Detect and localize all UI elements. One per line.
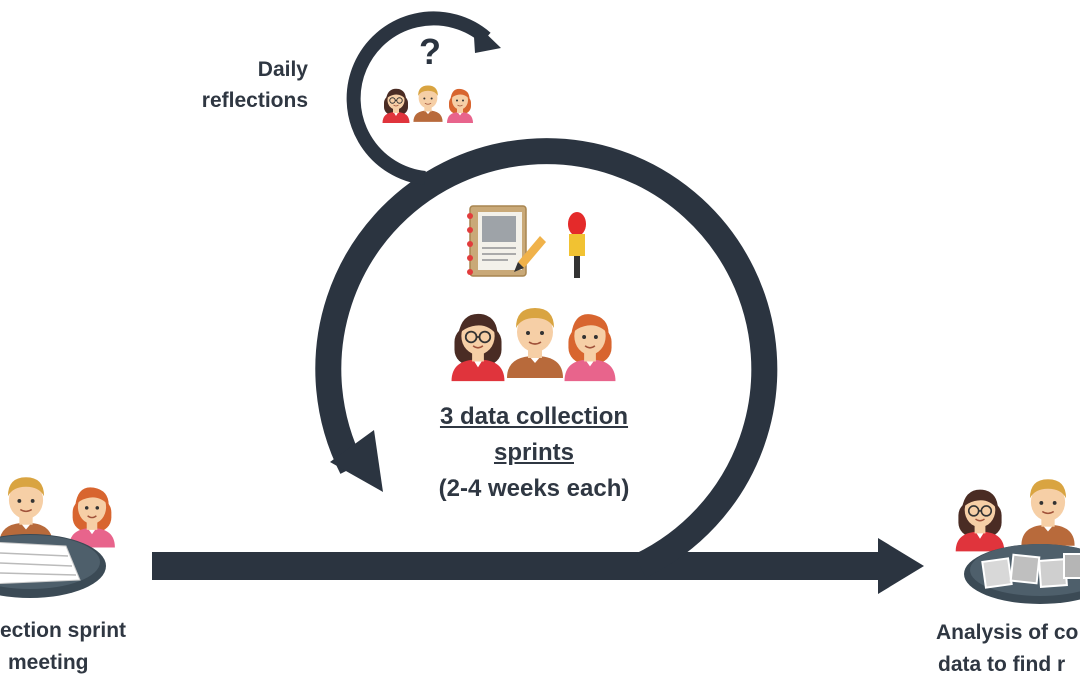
photo-table-icon xyxy=(954,478,1080,604)
sprints-label: 3 data collection sprints (2-4 weeks eac… xyxy=(384,399,684,507)
woman-glasses-icon xyxy=(382,88,410,124)
meeting-table-icon xyxy=(0,476,116,598)
man-icon xyxy=(506,307,564,379)
left-stage-label: ection sprint meeting xyxy=(0,615,140,679)
sprints-title: 3 data collection xyxy=(439,403,629,430)
daily-people-group xyxy=(382,85,474,124)
daily-label-line1: Daily xyxy=(257,58,308,81)
daily-reflections-label: Daily reflections xyxy=(190,54,308,116)
woman-redhead-icon xyxy=(563,313,617,382)
right-label-line1: Analysis of co xyxy=(936,621,1079,644)
sprint-people-group xyxy=(450,307,617,382)
woman-glasses-icon xyxy=(450,312,506,382)
left-label-line1: ection sprint xyxy=(0,619,127,642)
daily-loop-arrow xyxy=(346,11,501,185)
right-label-line2: data to find r xyxy=(938,653,1066,676)
question-mark-icon: ? xyxy=(419,31,441,72)
notebook-pencil-icon xyxy=(467,205,546,277)
left-label-line2: meeting xyxy=(8,651,89,674)
woman-redhead-icon xyxy=(446,88,474,124)
woman-redhead-icon xyxy=(68,486,116,549)
man-icon xyxy=(1020,478,1076,547)
man-icon xyxy=(0,476,54,545)
main-timeline-arrow xyxy=(152,538,924,594)
sprint-loop-arrow xyxy=(315,138,778,578)
sprints-duration: (2-4 weeks each) xyxy=(438,475,630,502)
man-icon xyxy=(413,85,443,123)
right-stage-label: Analysis of co data to find r xyxy=(936,617,1080,681)
sprints-title-line2: sprints xyxy=(493,439,574,466)
woman-glasses-icon xyxy=(954,488,1006,553)
microphone-icon xyxy=(568,212,586,278)
daily-label-line2: reflections xyxy=(201,89,308,112)
